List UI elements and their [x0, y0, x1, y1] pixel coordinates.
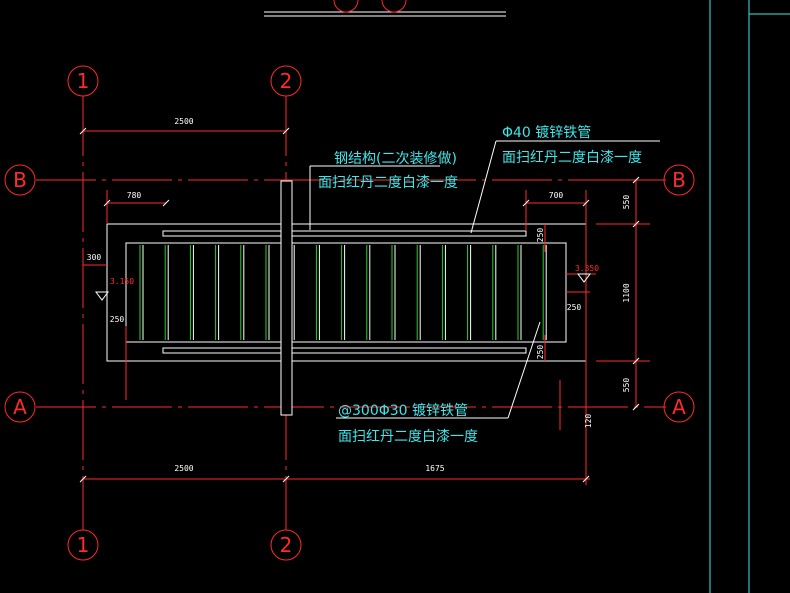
axis-bubble-A-left: A — [4, 391, 36, 423]
note-phi40-line2: 面扫红丹二度白漆一度 — [502, 150, 642, 166]
level-triangle-right — [577, 273, 591, 283]
note-phi40-line1: Φ40 镀锌铁管 — [502, 124, 591, 141]
dim-text-120: 120 — [584, 414, 593, 429]
bottom-pipe-phi40 — [162, 347, 527, 354]
note-steel-line2: 面扫红丹二度白漆一度 — [318, 175, 458, 191]
dim-ticks — [79, 127, 640, 483]
axis-bubble-A-right: A — [663, 391, 695, 423]
note-phi30-line2: 面扫红丹二度白漆一度 — [338, 429, 478, 445]
axis-label-A-right: A — [672, 395, 686, 419]
dimension-lines — [83, 130, 650, 485]
axis-label-B-right: B — [672, 168, 686, 192]
axis-label-1-bottom: 1 — [77, 533, 90, 557]
axis-bubble-2-top: 2 — [270, 65, 302, 97]
top-pipe-phi40 — [162, 230, 527, 237]
axis-label-1-top: 1 — [77, 69, 90, 93]
dim-text-1100: 1100 — [622, 283, 631, 302]
dim-text-right-250: 250 — [567, 303, 582, 312]
axis-bubble-1-bottom: 1 — [67, 529, 99, 561]
dim-text-550-top: 550 — [622, 195, 631, 210]
note-steel-line1: 钢结构(二次装修做) — [334, 151, 457, 167]
dim-text-left-250: 250 — [110, 315, 125, 324]
axis-label-A-left: A — [13, 395, 27, 419]
note-phi30-line1: @300Φ30 镀锌铁管 — [338, 402, 468, 419]
grid-lines — [36, 96, 666, 530]
dim-text-780: 780 — [127, 191, 142, 200]
leader-phi40 — [470, 140, 497, 234]
level-triangle-left — [95, 291, 109, 301]
outer-slab-outline — [106, 223, 587, 362]
dim-text-bottom-left: 2500 — [174, 464, 193, 473]
axis-bubble-B-right: B — [663, 164, 695, 196]
axis-bubble-1-top: 1 — [67, 65, 99, 97]
leader-lines — [309, 140, 660, 419]
leader-phi30 — [507, 321, 541, 419]
cut-bubble-1 — [333, 0, 359, 13]
dim-text-300: 300 — [87, 253, 102, 262]
cut-bubble-2 — [381, 0, 407, 13]
axis-bubble-2-bottom: 2 — [270, 529, 302, 561]
level-text-right: 3.350 — [575, 264, 599, 273]
axis-label-2-bottom: 2 — [280, 533, 293, 557]
dim-text-mid-250-top: 250 — [536, 228, 545, 243]
dim-text-bottom-right: 1675 — [425, 464, 444, 473]
steel-column — [280, 180, 293, 416]
dim-text-top-span: 2500 — [174, 117, 193, 126]
axis-bubble-B-left: B — [4, 164, 36, 196]
dim-text-550-bottom: 550 — [622, 378, 631, 393]
inner-frame-outline — [125, 242, 567, 343]
axis-label-B-left: B — [13, 168, 27, 192]
green-pipe-bars — [139, 245, 547, 340]
axis-label-2-top: 2 — [280, 69, 293, 93]
level-text-left: 3.150 — [110, 277, 134, 286]
dim-text-mid-250-bottom: 250 — [536, 345, 545, 360]
dim-text-700: 700 — [549, 191, 564, 200]
